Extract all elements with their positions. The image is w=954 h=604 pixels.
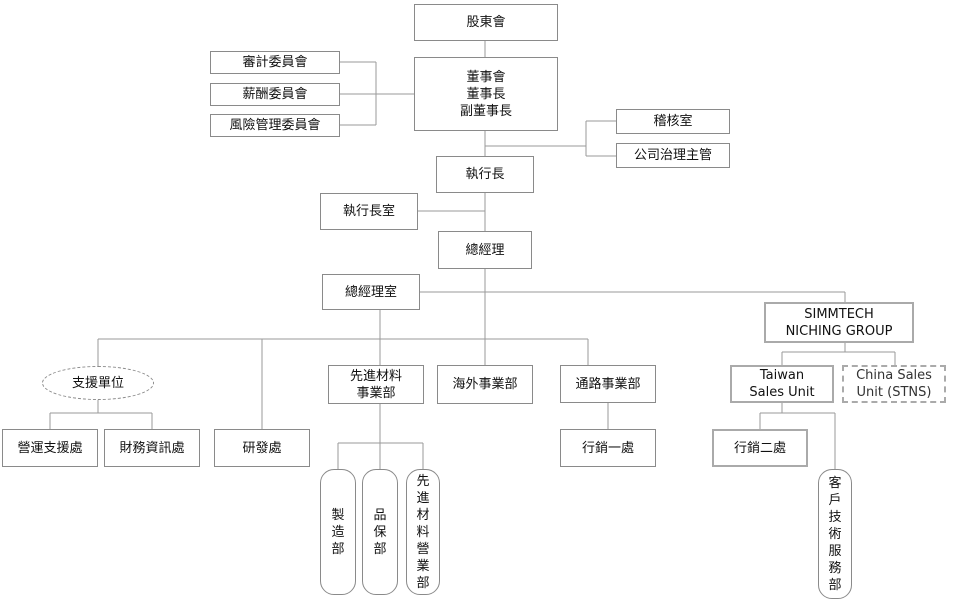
- node-board: 董事會 董事長 副董事長: [414, 57, 558, 131]
- node-corp-governance: 公司治理主管: [616, 143, 730, 168]
- node-gm-office: 總經理室: [322, 274, 420, 310]
- node-taiwan-sales-unit: Taiwan Sales Unit: [730, 365, 834, 403]
- node-compensation-committee: 薪酬委員會: [210, 83, 340, 106]
- node-audit-committee: 審計委員會: [210, 51, 340, 74]
- node-marketing-2: 行銷二處: [712, 429, 808, 467]
- node-ops-support: 營運支援處: [2, 429, 98, 467]
- node-quality-assurance: 品 保 部: [362, 469, 398, 595]
- node-channel: 通路事業部: [560, 365, 656, 403]
- node-china-sales-unit: China Sales Unit (STNS): [842, 365, 946, 403]
- node-advanced-materials: 先進材料 事業部: [328, 365, 424, 404]
- node-overseas: 海外事業部: [437, 365, 533, 404]
- node-risk-committee: 風險管理委員會: [210, 114, 340, 137]
- node-ceo: 執行長: [436, 156, 534, 193]
- node-customer-tech-service: 客 戶 技 術 服 務 部: [818, 469, 852, 599]
- node-simmtech-niching-group: SIMMTECH NICHING GROUP: [764, 302, 914, 343]
- node-rnd: 研發處: [214, 429, 310, 467]
- node-marketing-1: 行銷一處: [560, 429, 656, 467]
- node-internal-audit: 稽核室: [616, 109, 730, 134]
- node-finance-it: 財務資訊處: [104, 429, 200, 467]
- node-advanced-materials-sales: 先 進 材 料 營 業 部: [406, 469, 440, 595]
- node-gm: 總經理: [438, 231, 532, 269]
- node-support-units: 支援單位: [42, 366, 154, 400]
- node-manufacturing: 製 造 部: [320, 469, 356, 595]
- node-ceo-office: 執行長室: [320, 193, 418, 230]
- node-shareholders: 股東會: [414, 4, 558, 41]
